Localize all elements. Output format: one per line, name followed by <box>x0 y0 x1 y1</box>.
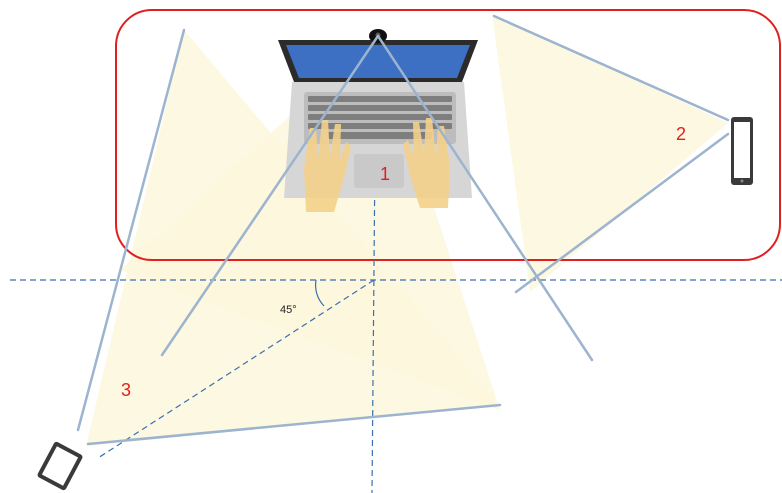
smartphone-icon <box>731 117 753 185</box>
zone-label-3: 3 <box>121 380 131 400</box>
zone-1-boundary <box>115 9 781 261</box>
phone-sight-line-lower <box>514 132 730 294</box>
diagonal-tablet-axis <box>97 279 375 459</box>
laptop-sight-line-right <box>376 34 594 362</box>
field-of-view-tablet-camera <box>86 30 500 446</box>
zone-label-1: 1 <box>380 164 390 184</box>
zone-label-2: 2 <box>676 124 686 144</box>
angle-label: 45° <box>280 304 297 316</box>
angle-arc <box>314 279 325 307</box>
sight-lines <box>76 14 730 446</box>
field-of-view-phone-camera <box>492 14 728 292</box>
tablet-icon <box>37 441 83 491</box>
tablet-sight-line-upper <box>76 28 186 432</box>
laptop-sight-line-left <box>160 34 380 357</box>
hands-icon <box>304 118 450 212</box>
phone-sight-line-upper <box>492 14 730 122</box>
tablet-sight-line-lower <box>86 403 502 446</box>
